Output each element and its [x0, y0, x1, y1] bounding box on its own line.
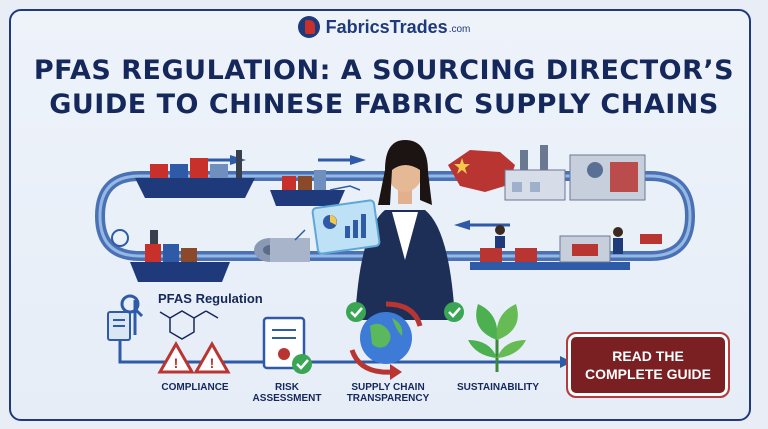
cargo-ship-icon — [135, 150, 255, 198]
compliance-label-line1: COMPLIANCE — [161, 382, 229, 393]
brand[interactable]: FabricsTrades .com — [0, 16, 768, 38]
sustainability-label: SUSTAINABILITY — [448, 382, 548, 393]
svg-text:!: ! — [174, 355, 179, 371]
risk-assessment-line1: RISK — [275, 382, 299, 393]
harbor-ship-icon — [130, 230, 230, 282]
compliance-label: COMPLIANCE — [148, 382, 242, 393]
factory-icon — [504, 145, 566, 201]
svg-text:!: ! — [210, 355, 215, 371]
textile-mill-icon — [569, 154, 646, 201]
certificate-icon — [262, 316, 312, 374]
brand-name: FabricsTrades — [325, 16, 448, 37]
supply-chain-transparency-label: SUPPLY CHAIN TRANSPARENCY — [336, 382, 440, 404]
chemical-structure-icon — [159, 310, 219, 340]
risk-assessment-label: RISK ASSESSMENT — [240, 382, 334, 404]
leaf-plant-icon — [444, 302, 526, 372]
cta-line1: READ THE — [612, 348, 684, 364]
sourcing-director-figure — [355, 140, 455, 320]
supply-chain-line1: SUPPLY CHAIN — [351, 382, 425, 393]
supply-chain-line2: TRANSPARENCY — [346, 393, 430, 404]
container-ship-icon — [270, 170, 345, 206]
sustainability-line1: SUSTAINABILITY — [456, 382, 540, 393]
cta-line2: COMPLETE GUIDE — [584, 366, 711, 382]
small-globe-icon — [111, 229, 129, 247]
production-line-icon — [470, 225, 662, 270]
workflow-connector — [118, 340, 560, 364]
title-line-2: GUIDE TO CHINESE FABRIC SUPPLY CHAINS — [49, 89, 719, 120]
risk-assessment-line2: ASSESSMENT — [252, 393, 322, 404]
fabricstrades-logo-icon — [297, 16, 320, 38]
read-complete-guide-button[interactable]: READ THE COMPLETE GUIDE — [566, 332, 730, 398]
page-title: PFAS REGULATION: A SOURCING DIRECTOR’S G… — [0, 54, 768, 122]
warning-triangle-icon: ! ! — [157, 340, 231, 374]
pfas-regulation-label: PFAS Regulation — [158, 291, 263, 306]
tablet-chart-icon — [311, 199, 381, 255]
title-line-1: PFAS REGULATION: A SOURCING DIRECTOR’S — [33, 55, 735, 86]
globe-icon — [346, 301, 423, 380]
brand-tld: .com — [448, 24, 471, 35]
fabric-roll-icon — [254, 238, 310, 262]
china-map-icon — [448, 150, 515, 192]
document-search-icon — [107, 294, 144, 341]
data-link-lines — [294, 185, 361, 241]
